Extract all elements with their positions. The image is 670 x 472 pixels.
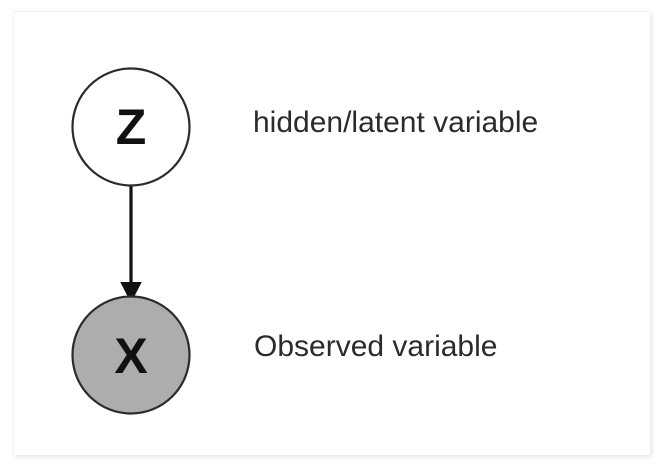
node-x-circle[interactable] — [71, 295, 191, 415]
node-z-circle[interactable] — [71, 67, 191, 187]
legend-hidden-variable: hidden/latent variable — [253, 106, 539, 139]
node-x-label: X — [114, 328, 147, 384]
node-z-label: Z — [116, 99, 147, 155]
legend-observed-variable: Observed variable — [254, 330, 498, 363]
